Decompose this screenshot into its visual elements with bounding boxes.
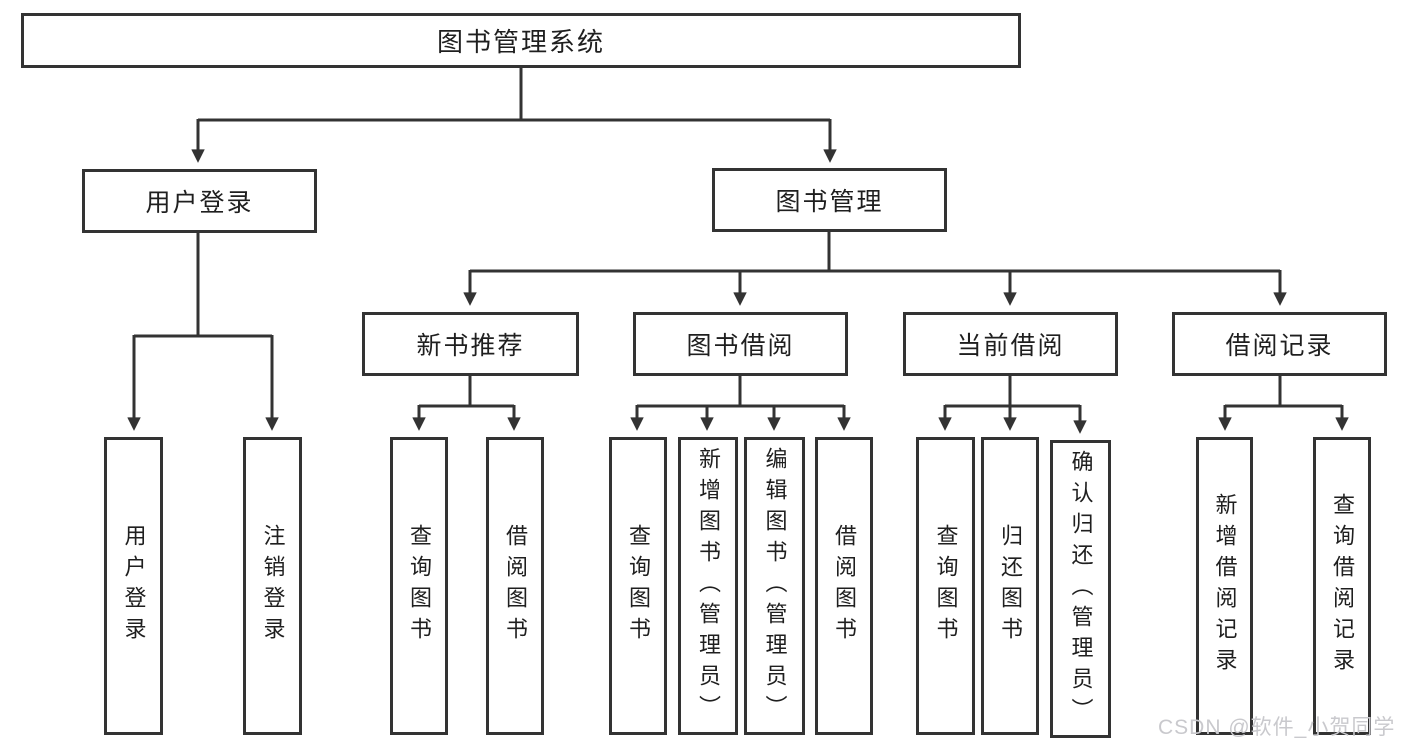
node-label: 确认归还（管理员） — [1068, 449, 1094, 729]
node-leaf-user-login: 用户登录 — [104, 437, 163, 735]
node-leaf-add-borrow-record: 新增借阅记录 — [1196, 437, 1253, 735]
node-label: 查询借阅记录 — [1330, 493, 1355, 679]
node-label: 图书借阅 — [686, 332, 795, 360]
node-leaf-query-borrow-record: 查询借阅记录 — [1313, 437, 1371, 735]
node-leaf-borrow-books: 借阅图书 — [486, 437, 544, 735]
node-leaf-query-books: 查询图书 — [390, 437, 448, 735]
node-label: 编辑图书（管理员） — [762, 446, 788, 726]
node-leaf-add-books-admin: 新增图书（管理员） — [678, 437, 738, 735]
node-label: 图书管理系统 — [436, 27, 605, 57]
node-label: 用户登录 — [145, 189, 254, 217]
node-leaf-edit-books-admin: 编辑图书（管理员） — [744, 437, 805, 735]
node-label: 新增借阅记录 — [1212, 493, 1238, 679]
node-current-borrowing: 当前借阅 — [903, 312, 1118, 376]
node-label: 用户登录 — [121, 524, 147, 648]
node-leaf-logout: 注销登录 — [243, 437, 302, 735]
node-label: 查询图书 — [407, 524, 432, 648]
node-label: 归还图书 — [998, 524, 1023, 648]
node-label: 图书管理 — [775, 188, 884, 216]
node-leaf-confirm-return-admin: 确认归还（管理员） — [1050, 440, 1111, 738]
csdn-watermark: CSDN @软件_小贺同学 — [1158, 716, 1396, 739]
node-book-management: 图书管理 — [712, 168, 947, 232]
node-label: 新增图书（管理员） — [696, 446, 721, 726]
node-label: 查询图书 — [933, 524, 959, 648]
node-label: 注销登录 — [260, 524, 286, 648]
node-label: 当前借阅 — [956, 332, 1065, 360]
node-label: 借阅图书 — [503, 524, 528, 648]
node-label: 新书推荐 — [416, 332, 525, 360]
node-leaf-borrow-books-2: 借阅图书 — [815, 437, 873, 735]
node-borrowing-records: 借阅记录 — [1172, 312, 1387, 376]
node-new-book-recommendation: 新书推荐 — [362, 312, 579, 376]
node-book-borrowing: 图书借阅 — [633, 312, 848, 376]
node-label: 借阅记录 — [1225, 332, 1334, 360]
node-label: 借阅图书 — [832, 524, 857, 648]
node-user-login: 用户登录 — [82, 169, 317, 233]
node-leaf-query-books-3: 查询图书 — [916, 437, 975, 735]
node-leaf-return-books: 归还图书 — [981, 437, 1039, 735]
node-label: 查询图书 — [626, 524, 651, 648]
node-leaf-query-books-2: 查询图书 — [609, 437, 667, 735]
node-library-management-system: 图书管理系统 — [21, 13, 1021, 68]
